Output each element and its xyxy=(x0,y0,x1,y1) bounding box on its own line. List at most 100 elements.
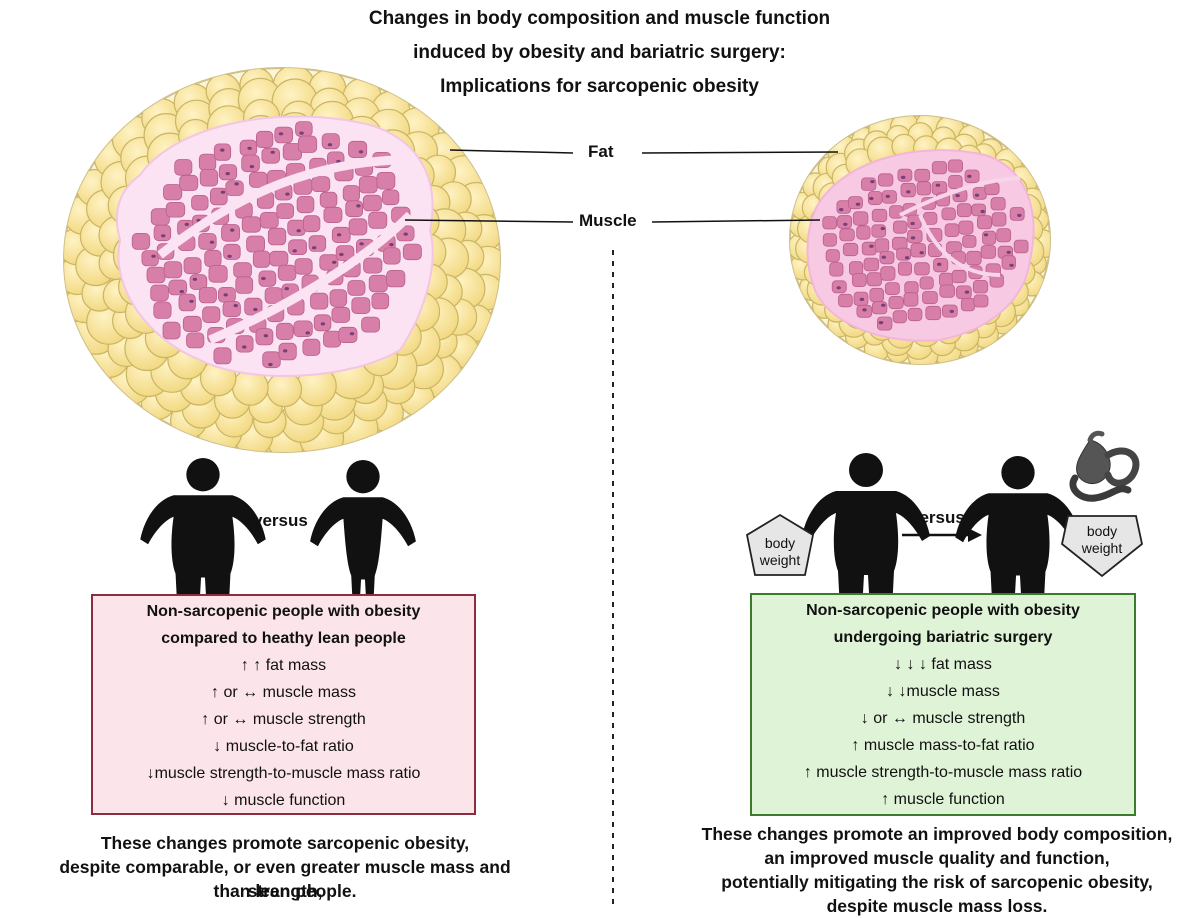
muscle-nucleus xyxy=(910,221,915,226)
muscle-fiber xyxy=(361,316,381,333)
body-weight-pentagon-before xyxy=(745,513,815,576)
muscle-fiber xyxy=(944,223,960,238)
muscle-nucleus xyxy=(253,307,258,312)
muscle-nucleus xyxy=(283,349,288,353)
muscle-fiber xyxy=(383,247,401,265)
person-head xyxy=(346,460,380,494)
muscle-fiber xyxy=(348,218,368,236)
fat-leader-left xyxy=(449,149,574,154)
muscle-fiber xyxy=(235,335,254,353)
muscle-nucleus xyxy=(336,233,342,237)
muscle-fiber xyxy=(822,216,837,230)
muscle-nucleus xyxy=(234,182,239,186)
muscle-nucleus xyxy=(270,150,275,154)
muscle-fiber xyxy=(958,220,974,235)
muscle-fiber xyxy=(294,258,313,275)
muscle-fiber xyxy=(179,174,199,191)
muscle-fiber xyxy=(371,292,390,310)
muscle-nucleus xyxy=(843,222,848,226)
muscle-fiber xyxy=(842,242,859,257)
right-box-item: ↑ muscle mass-to-fat ratio xyxy=(851,737,1035,754)
title-line-2: induced by obesity and bariatric surgery… xyxy=(413,42,786,63)
muscle-fiber xyxy=(182,315,202,332)
left-box-heading-2: compared to heathy lean people xyxy=(161,630,406,647)
muscle-fiber xyxy=(907,229,923,244)
muscle-fiber xyxy=(874,238,890,253)
muscle-fiber xyxy=(258,270,277,287)
muscle-fiber xyxy=(980,245,997,259)
muscle-fiber xyxy=(163,184,183,201)
muscle-nucleus xyxy=(964,290,970,294)
muscle-fiber xyxy=(267,227,287,246)
muscle-fiber xyxy=(1001,255,1016,270)
muscle-fiber xyxy=(347,280,366,296)
muscle-fiber xyxy=(837,215,853,229)
muscle-fiber xyxy=(213,347,232,365)
person-head xyxy=(186,458,220,492)
muscle-fiber xyxy=(235,276,254,294)
muscle-fiber xyxy=(363,257,383,274)
muscle-nucleus xyxy=(949,309,954,313)
muscle-fiber xyxy=(162,321,181,340)
muscle-fiber xyxy=(1009,207,1025,221)
right-box-heading-2: undergoing bariatric surgery xyxy=(833,629,1053,646)
muscle-fiber xyxy=(168,279,188,296)
left-box-item: ↑ ↑ fat mass xyxy=(240,657,327,674)
muscle-fiber xyxy=(204,249,222,268)
muscle-fiber xyxy=(839,228,855,242)
muscle-nucleus xyxy=(901,175,906,179)
right-comparison-box: Non-sarcopenic people with obesity under… xyxy=(750,593,1136,816)
muscle-nucleus xyxy=(223,293,228,297)
muscle-fiber xyxy=(919,276,934,290)
muscle-fiber xyxy=(880,266,896,281)
muscle-leader-right xyxy=(651,219,821,223)
muscle-fiber xyxy=(991,212,1007,227)
muscle-nucleus xyxy=(839,208,844,212)
muscle-fiber xyxy=(146,266,166,284)
muscle-nucleus xyxy=(358,150,364,154)
muscle-nucleus xyxy=(910,236,916,240)
muscle-fiber xyxy=(335,245,355,261)
muscle-fiber xyxy=(288,239,308,256)
muscle-fiber xyxy=(871,224,887,238)
person-silhouette xyxy=(955,456,1081,611)
right-muscle-fibers xyxy=(822,159,1029,331)
person-silhouette xyxy=(802,453,930,611)
muscle-fiber xyxy=(871,208,888,223)
muscle-nucleus xyxy=(869,196,874,201)
person-head xyxy=(1001,456,1035,490)
post-surgery-muscle-cross-section xyxy=(789,115,1051,365)
left-box-item: ↑ or ↔ muscle strength xyxy=(201,711,366,728)
muscle-fiber xyxy=(174,159,193,176)
muscle-fiber xyxy=(900,182,916,198)
muscle-fiber xyxy=(893,220,908,234)
right-box-item: ↓ ↓ ↓ fat mass xyxy=(894,656,992,673)
muscle-fiber xyxy=(264,287,283,304)
muscle-fiber xyxy=(338,326,358,343)
muscle-fiber xyxy=(246,235,266,253)
muscle-nucleus xyxy=(332,260,337,264)
muscle-nucleus xyxy=(855,202,861,206)
muscle-nucleus xyxy=(184,222,189,226)
muscle-fiber xyxy=(362,194,382,212)
right-box-item: ↓ or ↔ muscle strength xyxy=(860,710,1026,727)
muscle-nucleus xyxy=(261,276,266,281)
muscle-fiber xyxy=(323,206,343,224)
muscle-nucleus xyxy=(955,194,960,198)
muscle-nucleus xyxy=(242,345,247,349)
muscle-nucleus xyxy=(179,290,184,294)
right-summary: These changes promote an improved body c… xyxy=(701,824,1173,916)
person-body xyxy=(140,495,266,613)
muscle-nucleus xyxy=(935,183,941,187)
muscle-fiber xyxy=(368,274,388,293)
muscle-fiber xyxy=(861,177,877,191)
muscle-fiber xyxy=(319,191,338,208)
body-weight-label-after: body weight xyxy=(1081,523,1123,556)
muscle-fiber xyxy=(255,130,274,149)
muscle-nucleus xyxy=(339,252,344,257)
muscle-fiber xyxy=(308,235,327,252)
muscle-nucleus xyxy=(349,332,355,336)
muscle-fiber xyxy=(948,174,963,190)
people-figures xyxy=(140,453,1081,615)
muscle-fiber xyxy=(191,194,209,211)
